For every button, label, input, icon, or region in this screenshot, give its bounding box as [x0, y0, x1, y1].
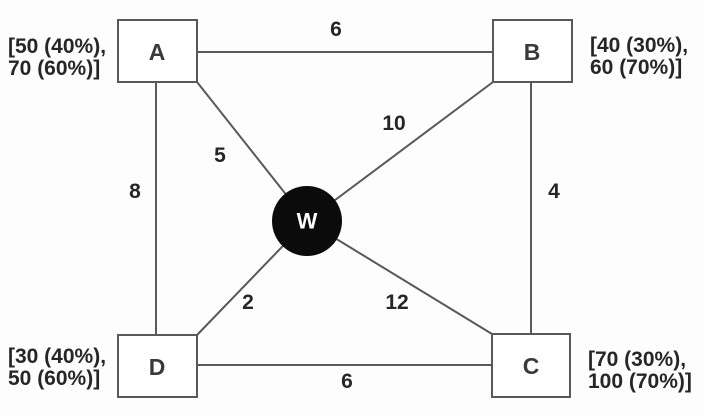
node-b-annotation-line2: 60 (70%)] — [590, 56, 682, 79]
node-a-annotation-line1: [50 (40%), — [8, 35, 106, 58]
edge-d-w-weight: 2 — [242, 291, 254, 314]
center-node-circle — [272, 186, 342, 256]
node-c-label: C — [523, 353, 540, 379]
node-d: D — [117, 334, 198, 398]
node-d-label: D — [149, 354, 166, 380]
node-a-label: A — [149, 39, 166, 65]
node-annotations: [50 (40%), 70 (60%)] [40 (30%), 60 (70%)… — [8, 34, 692, 393]
edge-c-w-weight: 12 — [385, 291, 408, 314]
node-a-box — [117, 19, 198, 83]
node-c-box — [491, 333, 571, 398]
node-d-annotation-line2: 50 (60%)] — [8, 367, 100, 390]
edge-d-c-weight: 6 — [341, 370, 353, 393]
edge-a-d-weight: 8 — [129, 180, 141, 203]
node-a: A — [117, 19, 198, 83]
node-d-annotation-line1: [30 (40%), — [8, 345, 106, 368]
node-b: B — [492, 19, 573, 83]
edge-b-c-weight: 4 — [548, 180, 560, 203]
center-node-w: W — [272, 186, 342, 256]
node-b-annotation-line1: [40 (30%), — [590, 34, 688, 57]
node-c: C — [491, 333, 571, 398]
node-d-box — [117, 334, 198, 398]
node-a-annotation-line2: 70 (60%)] — [8, 57, 100, 80]
edge-weights: 6 8 4 6 5 10 2 12 — [129, 18, 560, 393]
node-b-box — [492, 19, 573, 83]
node-c-annotation-line1: [70 (30%), — [588, 348, 686, 371]
edge-c-w-line — [306, 220, 493, 335]
edges — [155, 51, 532, 366]
edge-a-w-weight: 5 — [214, 144, 226, 167]
edge-a-b-weight: 6 — [330, 18, 342, 41]
center-node-label: W — [297, 209, 318, 234]
edge-b-w-weight: 10 — [382, 112, 405, 135]
node-c-annotation-line2: 100 (70%)] — [588, 370, 692, 393]
edge-b-w-line — [306, 81, 494, 222]
node-b-label: B — [524, 39, 541, 65]
